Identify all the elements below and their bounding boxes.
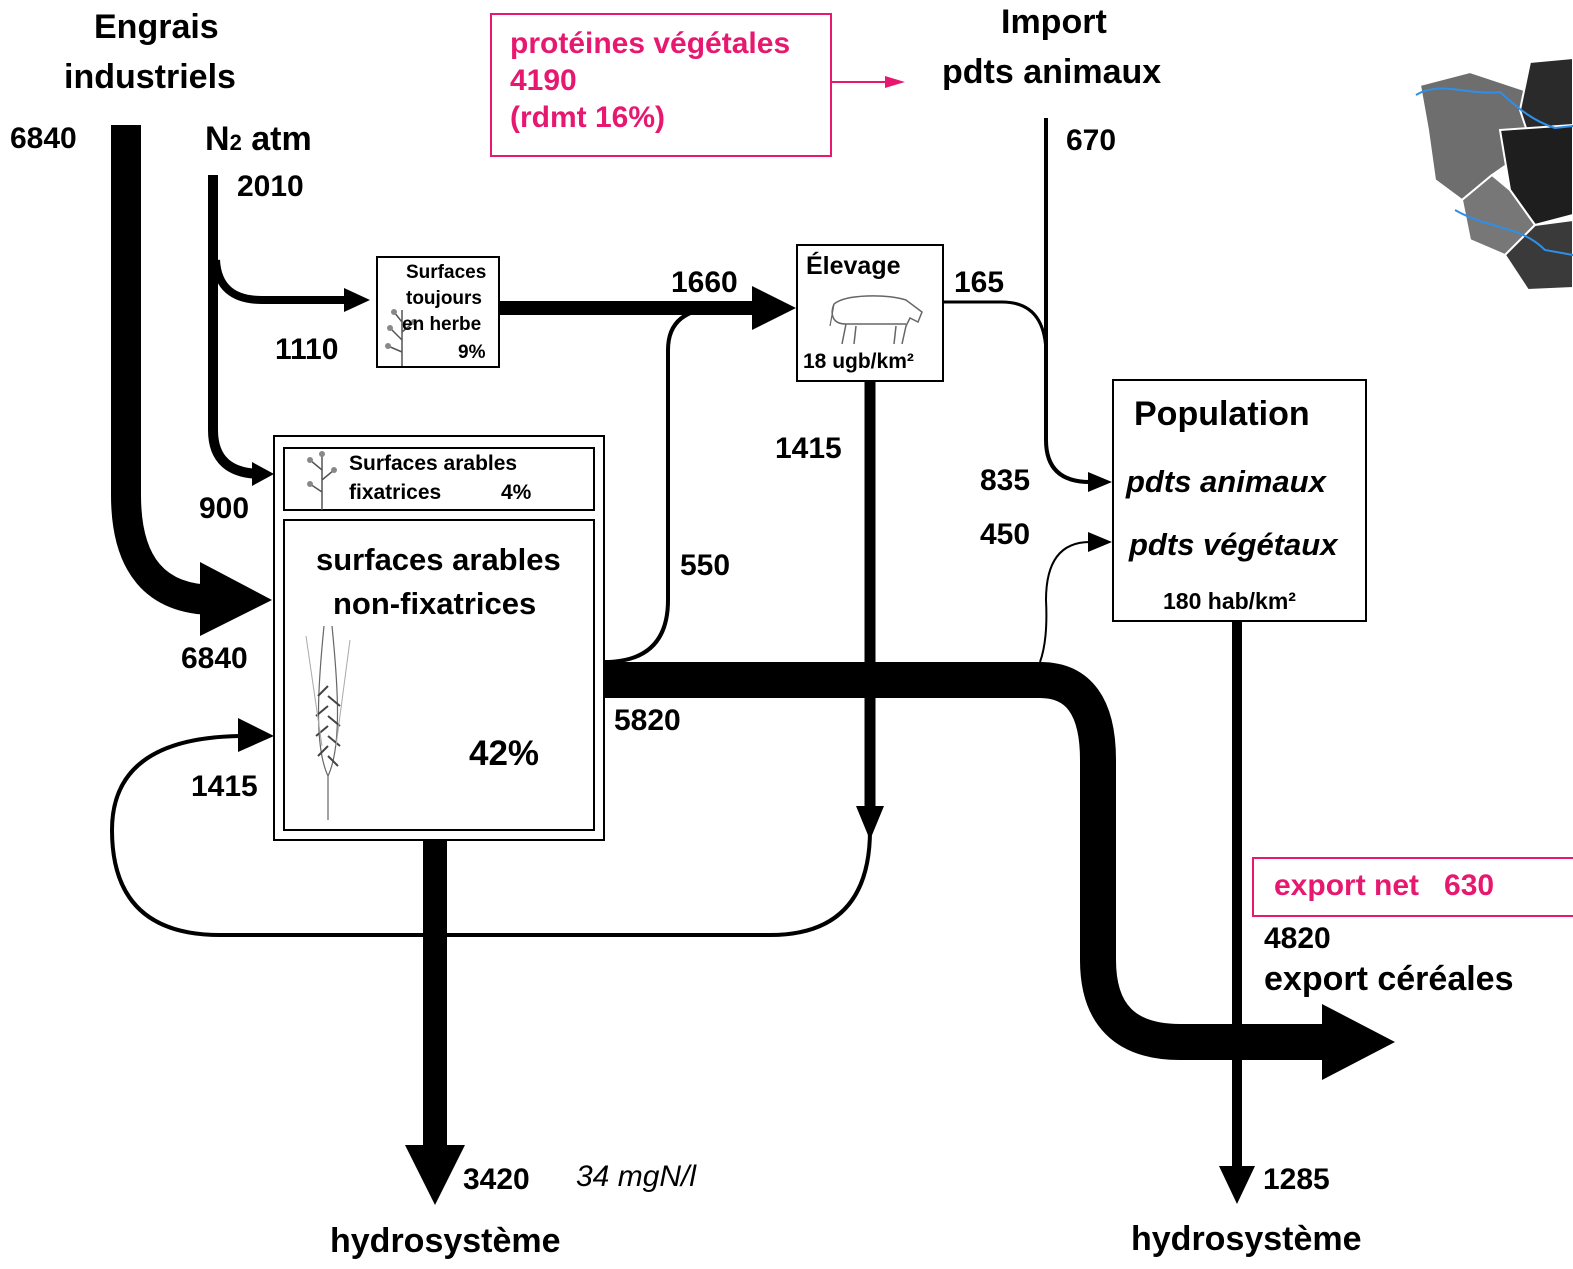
pop-animal-arrowhead — [1088, 472, 1112, 492]
n2-subscript: 2 — [229, 130, 242, 155]
import-flow — [1044, 118, 1091, 484]
export-net-box — [1252, 857, 1573, 917]
n2-atm: atm — [251, 120, 312, 158]
region-map-icon — [1415, 56, 1573, 292]
n2-grass-arrowhead — [344, 288, 370, 312]
arable-fix-percent: 4% — [501, 481, 532, 504]
arable-nonfix-box — [283, 519, 595, 831]
export-net-text: export net 630 — [1274, 869, 1494, 904]
pop-plant-arrowhead — [1088, 532, 1112, 552]
flow-manure: 1415 — [775, 432, 842, 465]
import-title-2: pdts animaux — [942, 53, 1162, 91]
export-cereal-label: export céréales — [1264, 960, 1514, 998]
concentration-label: 34 mgN/l — [576, 1160, 697, 1193]
flow-pop-animal: 835 — [980, 464, 1031, 497]
manure-arrowhead — [856, 806, 884, 840]
grassland-percent: 9% — [458, 342, 486, 363]
n2-fix-arrowhead — [252, 462, 274, 486]
protein-line-1: protéines végétales — [510, 27, 791, 60]
grassland-line-2: toujours — [406, 288, 482, 309]
n2-value: 2010 — [237, 170, 304, 203]
grass-plant-icon — [385, 309, 417, 366]
import-title-1: Import — [1001, 3, 1107, 41]
protein-line-3: (rdmt 16%) — [510, 101, 666, 134]
flow-fert-in: 6840 — [181, 642, 248, 675]
protein-box — [490, 13, 832, 157]
hydro-left: hydrosystème — [330, 1222, 561, 1260]
arable-fix-line-1: Surfaces arables — [349, 452, 518, 475]
export-cereal-value: 4820 — [1264, 922, 1331, 955]
n2-symbol: N — [205, 120, 230, 158]
leach-pop-arrowhead — [1219, 1166, 1255, 1204]
flow-grass-livestock: 1660 — [671, 266, 738, 299]
manure-return-arrowhead — [238, 718, 274, 752]
engrais-title-2: industriels — [64, 58, 236, 96]
cow-icon — [829, 295, 923, 344]
export-net-label: export net — [1274, 869, 1420, 902]
grassland-line-1: Surfaces — [406, 262, 487, 283]
flow-leach-arable: 3420 — [463, 1163, 530, 1196]
wheat-ear-icon — [305, 626, 351, 820]
population-animal: pdts animaux — [1126, 464, 1326, 499]
leach-arable-arrowhead — [405, 1145, 465, 1205]
export-net-value: 630 — [1444, 869, 1495, 902]
cereal-export-arrowhead — [1322, 1004, 1395, 1080]
grass-livestock-arrowhead — [752, 286, 796, 330]
protein-line-2: 4190 — [510, 64, 577, 97]
hydro-right: hydrosystème — [1131, 1220, 1362, 1258]
population-density: 180 hab/km² — [1163, 588, 1296, 614]
arable-nonfix-percent: 42% — [469, 734, 540, 773]
engrais-value: 6840 — [10, 122, 77, 155]
flow-arable-livestock: 550 — [680, 549, 731, 582]
n2-grass-flow — [212, 259, 346, 304]
n2-flow — [208, 175, 263, 479]
flow-manure-in: 1415 — [191, 770, 258, 803]
population-box — [1112, 379, 1367, 622]
population-title: Population — [1134, 395, 1310, 433]
livestock-pop-flow — [943, 300, 1048, 356]
population-plant: pdts végétaux — [1129, 527, 1338, 562]
vetch-plant-icon — [307, 451, 337, 510]
engrais-title-1: Engrais — [94, 8, 219, 46]
arable-nonfix-line-2: non-fixatrices — [333, 586, 537, 621]
arable-livestock-flow — [603, 306, 721, 664]
pop-plant-flow — [1039, 541, 1091, 663]
flow-livestock-pop: 165 — [954, 266, 1005, 299]
livestock-title: Élevage — [806, 252, 901, 280]
n2-title: N2 atm — [205, 120, 312, 159]
import-value: 670 — [1066, 124, 1117, 157]
flow-pop-plant: 450 — [980, 518, 1031, 551]
livestock-density: 18 ugb/km² — [803, 350, 914, 373]
flow-arable-out: 5820 — [614, 704, 681, 737]
arable-nonfix-line-1: surfaces arables — [316, 542, 561, 577]
flow-fix-in: 900 — [199, 492, 250, 525]
grassland-line-3: en herbe — [402, 314, 482, 335]
arable-fix-line-2: fixatrices — [349, 481, 442, 504]
fertilizer-flow — [111, 125, 216, 615]
arable-fix-box — [283, 447, 595, 511]
livestock-box — [796, 244, 944, 382]
protein-import-arrowhead — [885, 76, 905, 88]
flow-leach-pop: 1285 — [1263, 1163, 1330, 1196]
fertilizer-arrowhead — [200, 562, 272, 636]
flow-grassland-in: 1110 — [275, 333, 339, 366]
arable-out-flow — [604, 662, 1325, 1060]
manure-return-flow — [109, 734, 872, 937]
